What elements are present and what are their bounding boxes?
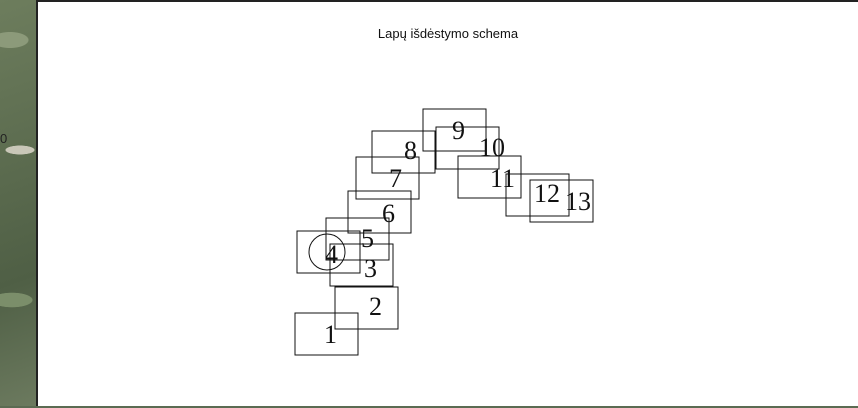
- sheet-label-3: 3: [364, 254, 377, 283]
- sheet-label-8: 8: [404, 136, 417, 165]
- sheet-label-12: 12: [534, 179, 560, 208]
- sheet-label-13: 13: [565, 187, 591, 216]
- sheet-frame-2: [335, 287, 398, 329]
- sheet-label-11: 11: [490, 164, 515, 193]
- sheet-label-6: 6: [382, 199, 395, 228]
- sheet-label-5: 5: [361, 224, 374, 253]
- map-edge-label: 0: [0, 131, 7, 146]
- sheet-label-7: 7: [389, 164, 402, 193]
- sheet-label-10: 10: [479, 133, 505, 162]
- sheet-label-4: 4: [325, 240, 338, 269]
- sheet-label-2: 2: [369, 292, 382, 321]
- sheet-label-9: 9: [452, 116, 465, 145]
- sheet-frame-6: [348, 191, 411, 233]
